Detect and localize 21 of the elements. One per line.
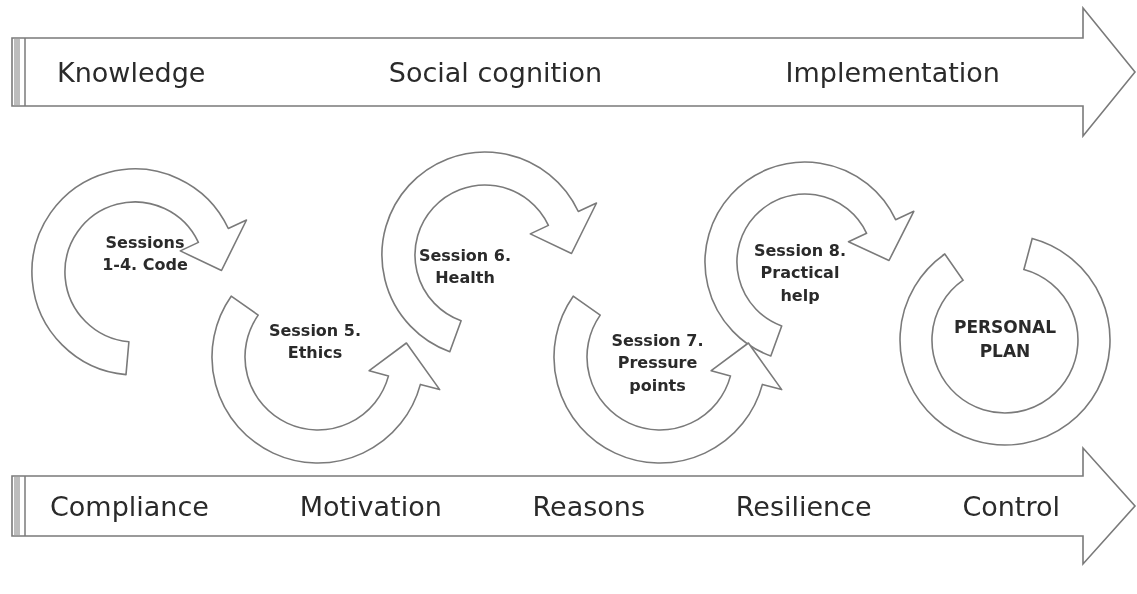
session-label: Session 5. Ethics — [250, 320, 380, 365]
curved-arrow — [31, 168, 248, 376]
session-label: Session 6. Health — [405, 245, 525, 290]
stage-label: Implementation — [785, 56, 1000, 88]
arrow-band — [12, 448, 1135, 564]
stage-label: Reasons — [532, 490, 645, 522]
session-label: Session 8. Practical help — [745, 240, 855, 308]
stage-label: Control — [962, 490, 1060, 522]
arrow-band — [12, 8, 1135, 136]
stage-label: Motivation — [299, 490, 442, 522]
curved-arrow — [553, 295, 783, 464]
curved-arrow — [704, 161, 915, 357]
session-label: Session 7. Pressure points — [595, 330, 720, 398]
stage-label: Resilience — [735, 490, 872, 522]
curved-arrow — [381, 151, 598, 353]
curved-arrow — [211, 295, 441, 464]
stage-label: Social cognition — [388, 56, 603, 88]
session-label: Sessions 1-4. Code — [95, 232, 195, 277]
stage-label: Compliance — [50, 490, 209, 522]
stage-label: Knowledge — [57, 56, 206, 88]
plan-label: PERSONAL PLAN — [952, 316, 1058, 363]
